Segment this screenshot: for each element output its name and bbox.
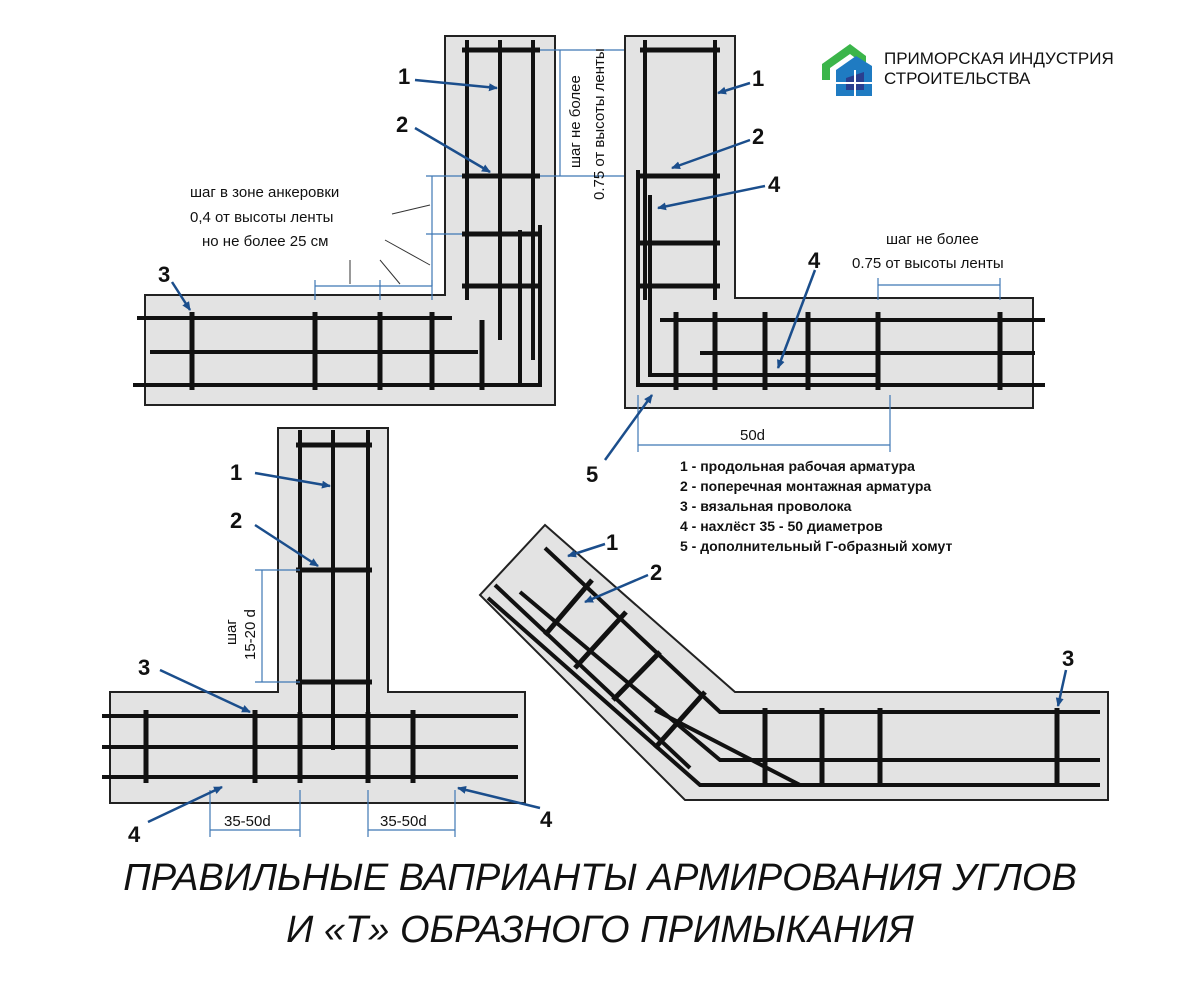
leader-arrows <box>170 78 498 311</box>
dimension-lines <box>314 49 640 300</box>
dim-50d: 50d <box>740 427 765 444</box>
callout-4-bottom: 4 <box>808 248 821 273</box>
step-1520-line-2: 15-20 d <box>242 609 259 660</box>
callout-lines <box>349 204 431 285</box>
dim-3550-right: 35-50d <box>380 813 427 830</box>
stirrups <box>543 578 1060 785</box>
leader-arrows <box>147 471 541 824</box>
company-logo: ПРИМОРСКАЯ ИНДУСТРИЯ СТРОИТЕЛЬСТВА <box>822 44 1114 96</box>
diagram-t-junction: 1 2 3 4 4 шаг 15-20 d 35-50d 35-50d <box>102 427 553 847</box>
concrete-outline <box>624 35 1034 409</box>
step-anchor-line-1: шаг в зоне анкеровки <box>190 184 339 201</box>
callout-2: 2 <box>230 508 242 533</box>
callout-1: 1 <box>606 530 618 555</box>
callout-2: 2 <box>396 112 408 137</box>
callout-5: 5 <box>586 462 598 487</box>
callout-4-top: 4 <box>768 172 781 197</box>
step-horiz-line-2: 0.75 от высоты ленты <box>852 255 1004 272</box>
step-anchor-line-3: но не более 25 см <box>202 233 328 250</box>
diagram-l-corner-overlap: 1 2 4 4 5 шаг не более 0.75 от высоты ле… <box>586 35 1045 487</box>
callout-4-right: 4 <box>540 807 553 832</box>
legend-item-2: 2 - поперечная монтажная арматура <box>680 478 931 494</box>
logo-house-icon <box>822 44 872 96</box>
step-vert-line-1: шаг не более <box>567 75 584 168</box>
legend-item-1: 1 - продольная рабочая арматура <box>680 458 915 474</box>
diagram-l-corner: 1 2 3 шаг в зоне анкеровки 0,4 от высоты… <box>133 35 640 406</box>
title-line-2: И «Т» ОБРАЗНОГО ПРИМЫКАНИЯ <box>286 909 914 951</box>
step-vert-line-2: 0.75 от высоты ленты <box>591 48 608 200</box>
main-title: ПРАВИЛЬНЫЕ ВАПРИАНТЫ АРМИРОВАНИЯ УГЛОВ И… <box>123 857 1077 951</box>
diagram-obtuse-corner: 1 2 3 <box>478 523 1109 801</box>
dim-3550-left: 35-50d <box>224 813 271 830</box>
concrete-outline <box>109 427 526 804</box>
legend-item-3: 3 - вязальная проволока <box>680 498 852 514</box>
legend: 1 - продольная рабочая арматура 2 - попе… <box>680 458 952 554</box>
dimension-lines <box>637 278 1001 452</box>
callout-3: 3 <box>138 655 150 680</box>
callout-4-left: 4 <box>128 822 141 847</box>
legend-item-4: 4 - нахлёст 35 - 50 диаметров <box>680 518 883 534</box>
logo-line-1: ПРИМОРСКАЯ ИНДУСТРИЯ <box>884 49 1114 68</box>
callout-1: 1 <box>752 66 764 91</box>
callout-3: 3 <box>1062 646 1074 671</box>
dimension-lines <box>209 569 456 837</box>
legend-item-5: 5 - дополнительный Г-образный хомут <box>680 538 952 554</box>
stirrups <box>143 442 416 783</box>
logo-line-2: СТРОИТЕЛЬСТВА <box>884 69 1031 88</box>
callout-1: 1 <box>230 460 242 485</box>
stirrups <box>640 47 1003 390</box>
callout-2: 2 <box>752 124 764 149</box>
callout-1: 1 <box>398 64 410 89</box>
step-1520-line-1: шаг <box>223 619 240 645</box>
callout-3: 3 <box>158 262 170 287</box>
leader-arrows <box>567 542 1068 707</box>
step-horiz-line-1: шаг не более <box>886 231 979 248</box>
stirrups <box>189 47 540 390</box>
callout-2: 2 <box>650 560 662 585</box>
concrete-outline <box>144 35 556 406</box>
step-anchor-line-2: 0,4 от высоты ленты <box>190 209 333 226</box>
title-line-1: ПРАВИЛЬНЫЕ ВАПРИАНТЫ АРМИРОВАНИЯ УГЛОВ <box>123 857 1077 899</box>
leader-arrows <box>603 81 817 461</box>
